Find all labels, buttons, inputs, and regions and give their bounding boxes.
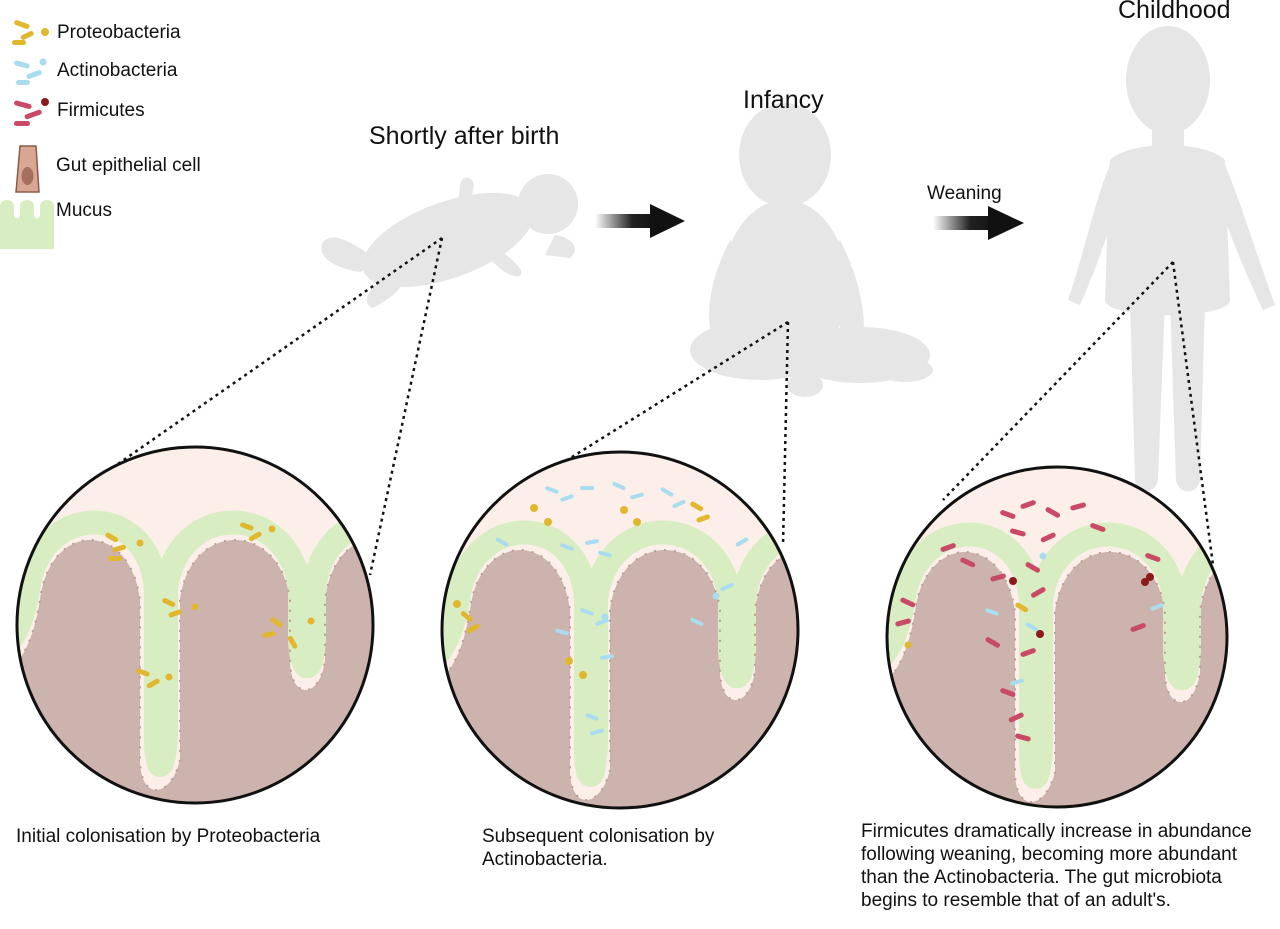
zoom-circle-birth	[15, 445, 375, 805]
legend-firmicutes-icon	[14, 98, 49, 126]
caption-birth: Initial colonisation by Proteobacteria	[16, 826, 321, 847]
legend-epithelial-cell-icon	[15, 145, 40, 193]
legend-actinobacteria-icon	[14, 58, 47, 85]
proteobacteria-cluster	[453, 501, 710, 679]
child-silhouette	[1068, 26, 1275, 492]
proteobacteria-cluster	[105, 522, 315, 689]
gut-panel-birth	[17, 447, 373, 803]
legend-proteobacteria-icon	[12, 20, 49, 45]
gut-panel-infancy	[442, 452, 798, 808]
gut-panel-childhood	[887, 467, 1227, 807]
actinobacteria-cluster	[985, 552, 1164, 686]
legend-label-firmicutes: Firmicutes	[57, 100, 145, 121]
arrow-infancy-to-childhood	[933, 206, 1024, 240]
zoom-circle-childhood	[885, 465, 1229, 809]
stage-title-childhood: Childhood	[1118, 0, 1231, 24]
legend-label-epithelial-cell: Gut epithelial cell	[56, 155, 201, 176]
proteobacteria-cluster	[904, 602, 1029, 649]
caption-infancy: Subsequent colonisation by Actinobacteri…	[482, 826, 715, 870]
firmicutes-cluster	[895, 500, 1161, 742]
caption-childhood: Firmicutes dramatically increase in abun…	[861, 821, 1252, 911]
firmicutes-dots	[1009, 573, 1154, 638]
actinobacteria-cluster	[495, 481, 749, 736]
legend-label-mucus: Mucus	[56, 200, 112, 221]
legend-label-proteobacteria: Proteobacteria	[57, 22, 181, 43]
newborn-silhouette	[321, 174, 578, 308]
arrow-birth-to-infancy	[595, 204, 685, 238]
weaning-label: Weaning	[927, 183, 1002, 204]
stage-title-birth: Shortly after birth	[369, 122, 560, 150]
zoom-circle-infancy	[440, 450, 800, 810]
legend-label-actinobacteria: Actinobacteria	[57, 60, 178, 81]
stage-title-infancy: Infancy	[743, 86, 824, 114]
infant-silhouette	[690, 103, 933, 397]
legend-mucus-icon	[0, 200, 54, 249]
zoom-lines	[104, 236, 1215, 576]
